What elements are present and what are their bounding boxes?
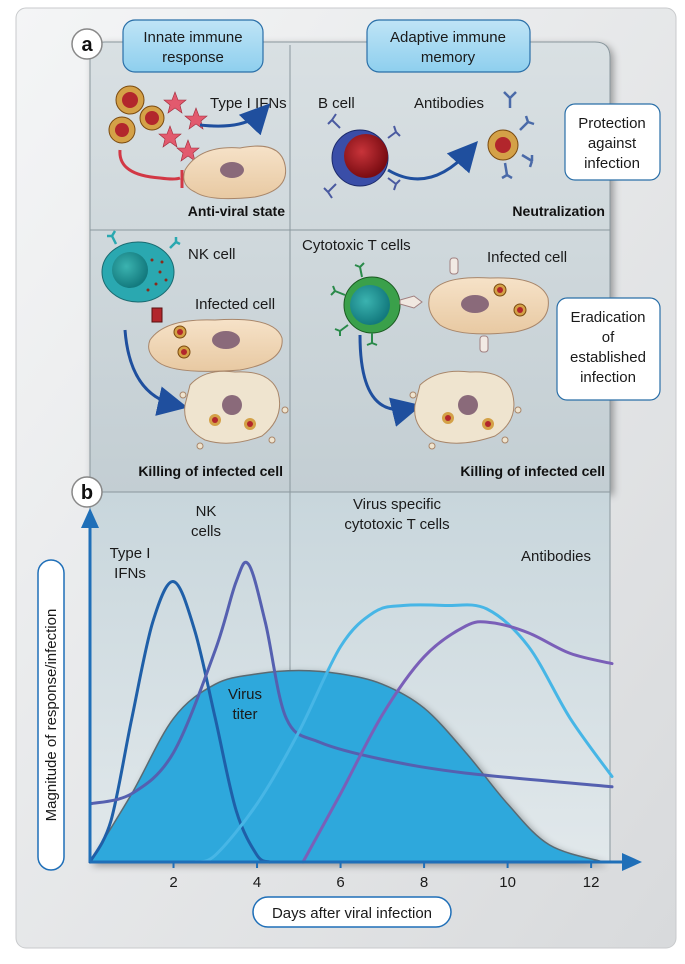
series-nk-cells	[88, 560, 614, 806]
x-tick-label: 6	[336, 874, 344, 891]
protection-line2: against	[588, 135, 637, 152]
label-nk-line1: NK	[196, 503, 217, 520]
infected-cell-right-nucleus	[461, 295, 489, 313]
label-antibodies: Antibodies	[521, 548, 591, 565]
killing-right-label: Killing of infected cell	[460, 463, 605, 479]
innate-header-line1: Innate immune	[143, 29, 242, 46]
ctl-receptors	[330, 262, 378, 346]
label-type1-line1: Type I	[110, 545, 151, 562]
protection-line1: Protection	[578, 115, 646, 132]
y-label-box	[37, 559, 65, 871]
label-virus-line1: Virus	[228, 686, 262, 703]
neutralized-virus	[487, 115, 535, 180]
y-axis-label: Magnitude of response/infection	[43, 609, 60, 822]
killing-left-label: Killing of infected cell	[138, 463, 283, 479]
inhibition-line	[118, 149, 181, 181]
dying-cell-right	[409, 370, 522, 450]
badge-a	[71, 28, 103, 60]
x-tick-label: 12	[583, 874, 600, 891]
mhc-peptide-icons	[449, 257, 489, 353]
eradication-box	[556, 297, 661, 401]
badge-b	[71, 476, 103, 508]
b-cell-to-virus-arrow	[387, 141, 478, 181]
protection-box	[564, 103, 661, 181]
dying-cell-left	[179, 370, 289, 450]
label-virus-line2: titer	[232, 706, 257, 723]
infected-cell-left-viruses	[173, 325, 191, 359]
y-axis-arrowhead	[81, 508, 99, 528]
adaptive-header-line2: memory	[421, 49, 476, 66]
infected-cell-right-viruses	[493, 283, 527, 317]
x-axis-arrowhead	[622, 853, 642, 871]
series-type1-ifns	[88, 580, 272, 864]
x-tick-label: 10	[499, 874, 516, 891]
b-cell-receptors	[323, 113, 401, 199]
label-ctl-line2: cytotoxic T cells	[344, 516, 449, 533]
x-label-box	[252, 896, 452, 928]
panel-a: a Innate immune response Adaptive immune…	[71, 19, 661, 493]
host-cell-nucleus	[220, 162, 244, 178]
neutralization-label: Neutralization	[512, 203, 605, 219]
protection-line3: infection	[584, 155, 640, 172]
nk-cell-nucleus	[112, 252, 148, 288]
ctl-kill-arrow	[358, 334, 422, 427]
x-tick-label: 4	[253, 874, 261, 891]
series-antibodies	[301, 620, 614, 864]
x-tick-label: 2	[169, 874, 177, 891]
nk-kill-arrow	[123, 329, 188, 416]
label-ctl-line1: Virus specific	[353, 496, 442, 513]
infected-cell-left-label: Infected cell	[195, 296, 275, 313]
antibodies-label-top: Antibodies	[414, 95, 484, 112]
nk-synapse	[151, 307, 163, 323]
badge-b-label: b	[81, 482, 93, 504]
adaptive-header-line1: Adaptive immune	[390, 29, 506, 46]
ctl-synapse	[399, 295, 423, 309]
series-cytotoxic-t-cells	[192, 603, 614, 864]
type1-ifns-label: Type I IFNs	[210, 95, 287, 112]
b-cell-nucleus	[344, 134, 388, 178]
nk-receptors	[107, 230, 181, 249]
panel-b: b 2 4 6 8 10 12 Type I IFNs NK cells Virus sp…	[37, 476, 642, 928]
eradication-line1: Eradication	[570, 309, 645, 326]
b-cell-label: B cell	[318, 95, 355, 112]
innate-header-box	[122, 19, 264, 73]
badge-a-label: a	[81, 34, 93, 56]
chart-series	[88, 560, 614, 864]
eradication-line3: established	[570, 349, 646, 366]
x-axis-label: Days after viral infection	[272, 905, 432, 922]
label-type1-line2: IFNs	[114, 565, 146, 582]
nk-granules	[146, 258, 168, 292]
adaptive-header-box	[366, 19, 531, 73]
eradication-line2: of	[602, 329, 615, 346]
x-tick-label: 8	[420, 874, 428, 891]
innate-header-line2: response	[162, 49, 224, 66]
infected-cell-right-label: Infected cell	[487, 249, 567, 266]
nk-cell-label: NK cell	[188, 246, 236, 263]
label-nk-line2: cells	[191, 523, 221, 540]
x-ticks: 2 4 6 8 10 12	[169, 862, 599, 891]
anti-viral-state-label: Anti-viral state	[188, 203, 285, 219]
virus-cluster	[108, 85, 165, 144]
series-virus-titer	[88, 669, 604, 863]
cytotoxic-t-nucleus	[350, 285, 390, 325]
eradication-line4: infection	[580, 369, 636, 386]
ifn-arrow	[199, 103, 271, 136]
infected-cell-left-nucleus	[212, 331, 240, 349]
cytotoxic-t-label: Cytotoxic T cells	[302, 237, 411, 254]
free-antibody-icon	[503, 91, 517, 108]
